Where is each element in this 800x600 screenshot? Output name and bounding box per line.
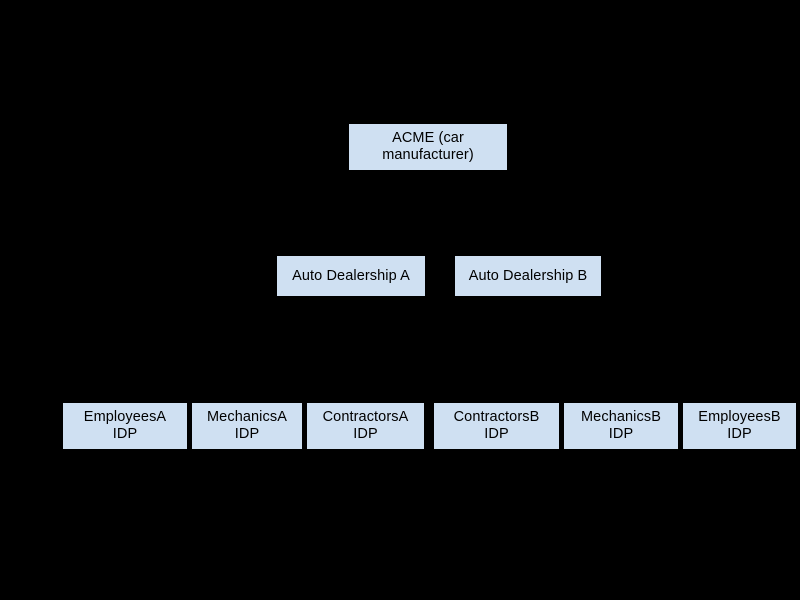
node-mechanics-a-idp[interactable]: MechanicsA IDP [192, 403, 302, 449]
node-employees-a-idp[interactable]: EmployeesA IDP [63, 403, 187, 449]
node-dealership-b[interactable]: Auto Dealership B [455, 256, 601, 296]
node-mechanics-b-idp[interactable]: MechanicsB IDP [564, 403, 678, 449]
node-acme[interactable]: ACME (car manufacturer) [349, 124, 507, 170]
node-contractors-b-idp[interactable]: ContractorsB IDP [434, 403, 559, 449]
node-dealership-a[interactable]: Auto Dealership A [277, 256, 425, 296]
node-employees-b-idp[interactable]: EmployeesB IDP [683, 403, 796, 449]
node-contractors-a-idp[interactable]: ContractorsA IDP [307, 403, 424, 449]
